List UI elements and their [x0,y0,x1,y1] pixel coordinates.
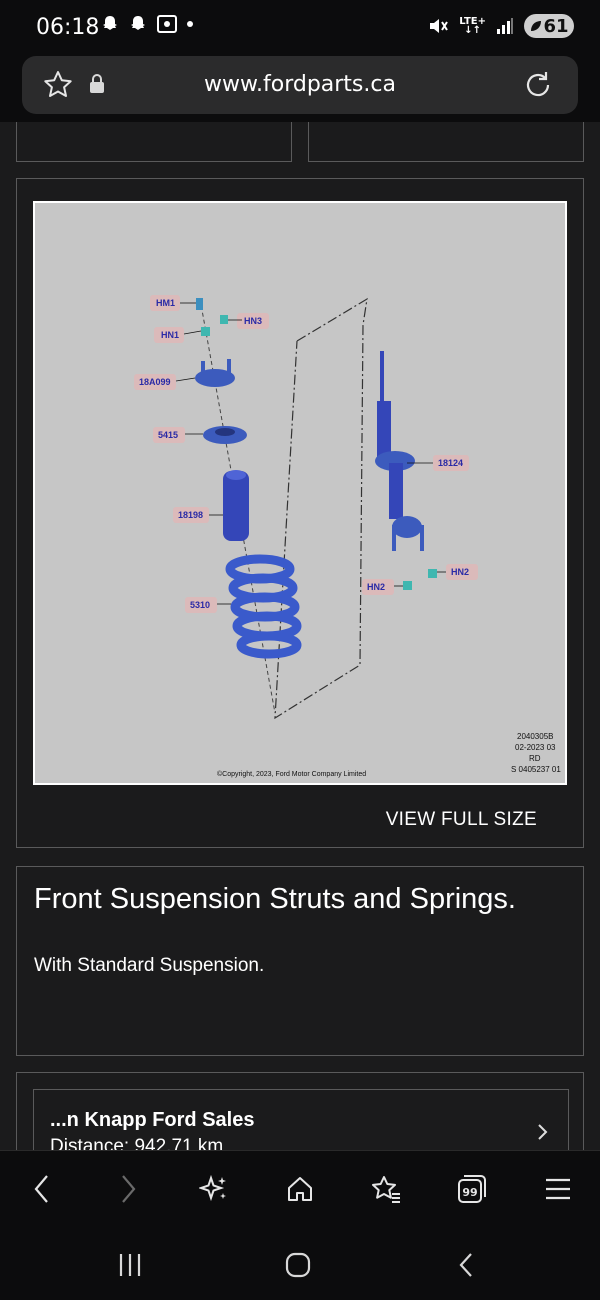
mute-icon [430,19,449,33]
callout-18a099: 18A099 [139,377,171,387]
status-notification-icons [100,14,194,34]
ref-line-1: 2040305B [517,732,553,741]
parts-diagram[interactable]: HM1 HN3 HN1 18A099 5415 18198 [33,201,567,785]
bookmark-star-icon[interactable] [42,69,74,101]
home-button[interactable] [280,1171,320,1207]
home-icon [288,1177,312,1201]
forward-button[interactable] [108,1171,148,1207]
hamburger-menu-icon [546,1178,570,1200]
callout-hn2-left: HN2 [367,582,385,592]
diagram-copyright: ©Copyright, 2023, Ford Motor Company Lim… [217,770,366,778]
callout-hn2-right: HN2 [451,567,469,577]
status-system-icons: LTE+ ↓↑ 61 [427,14,574,38]
diagram-card: HM1 HN3 HN1 18A099 5415 18198 [16,178,584,848]
part-title: Front Suspension Struts and Springs. [34,883,516,915]
callout-5310: 5310 [190,600,210,610]
status-time: 06:18 [36,15,100,40]
address-bar[interactable]: www.fordparts.ca [22,56,578,114]
ref-line-2: 02-2023 03 [515,743,556,752]
category-card-rear[interactable]: REAR... [308,122,584,162]
category-cards: FRONT... REAR... [16,122,584,162]
dot-icon [187,21,193,27]
assembly-boundary [274,297,368,720]
chevron-right-icon [538,1124,548,1140]
callout-18124: 18124 [438,458,463,468]
recent-apps-button[interactable] [110,1248,150,1282]
bookmarks-button[interactable] [366,1171,406,1207]
back-arrow-icon [459,1253,472,1277]
view-full-size-link[interactable]: VIEW FULL SIZE [385,809,537,830]
screenshot-icon [157,15,177,33]
category-card-front[interactable]: FRONT... [16,122,292,162]
callout-hn3: HN3 [244,316,262,326]
lock-icon [90,74,104,93]
coil-spring [225,554,302,659]
svg-text:99: 99 [462,1186,477,1199]
assistant-button[interactable] [194,1171,234,1207]
callout-18198: 18198 [178,510,203,520]
home-circle-icon [285,1252,311,1278]
bookmarks-star-icon [372,1176,400,1203]
tabs-button[interactable]: 99 [452,1171,492,1207]
chevron-left-icon [34,1175,48,1203]
dealer-section: ...n Knapp Ford Sales Distance: 942.71 k… [16,1072,584,1150]
signal-icon [497,18,513,34]
battery-saver-icon [531,21,542,31]
bump-stop-boot [223,471,249,541]
battery-level: 61 [543,15,569,37]
menu-button[interactable] [538,1171,578,1207]
snapchat-icon [103,16,117,30]
reload-icon[interactable] [522,69,554,101]
recent-apps-icon [119,1254,141,1276]
parts-diagram-svg: HM1 HN3 HN1 18A099 5415 18198 [134,295,561,778]
dealer-item[interactable]: ...n Knapp Ford Sales Distance: 942.71 k… [33,1089,569,1150]
callout-hn1: HN1 [161,330,179,340]
lte-indicator: LTE+ ↓↑ [459,16,486,36]
strut-assembly [375,351,424,551]
tabs-icon: 99 [458,1175,486,1203]
back-button[interactable] [22,1171,62,1207]
callout-5415: 5415 [158,430,178,440]
url-text: www.fordparts.ca [204,72,396,97]
browser-header: www.fordparts.ca [0,56,600,122]
back-system-button[interactable] [446,1248,486,1282]
dealer-name: ...n Knapp Ford Sales [50,1109,255,1131]
page-content: FRONT... REAR... [0,122,600,1150]
browser-toolbar: 99 [0,1150,600,1226]
ref-line-4: S 0405237 01 [511,765,561,774]
sparkle-icon [199,1174,226,1202]
status-bar: 06:18 LTE+ ↓↑ 61 [0,0,600,56]
part-info-card: Front Suspension Struts and Springs. Wit… [16,866,584,1056]
battery-indicator: 61 [524,14,574,38]
ref-line-3: RD [529,754,541,763]
system-navigation-bar [0,1226,600,1300]
snapchat-icon-2 [131,16,145,30]
chevron-right-icon [122,1175,136,1203]
dealer-distance: Distance: 942.71 km [50,1136,224,1150]
home-system-button[interactable] [278,1248,318,1282]
callout-hm1: HM1 [156,298,175,308]
part-description: With Standard Suspension. [34,955,265,976]
